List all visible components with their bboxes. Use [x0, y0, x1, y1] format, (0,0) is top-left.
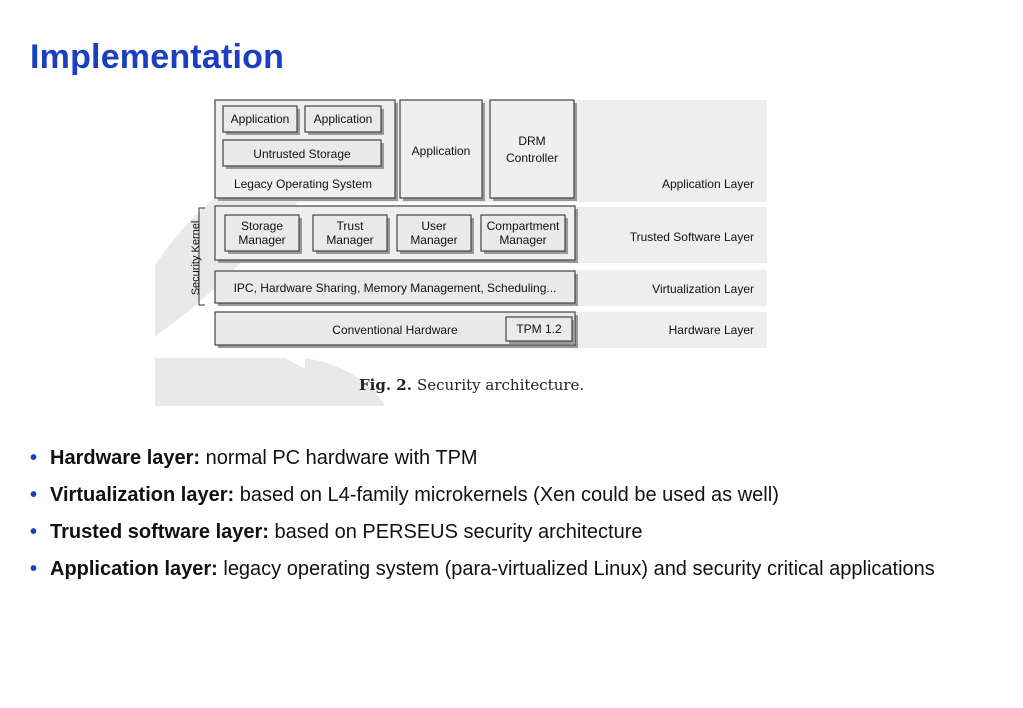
- virtualization-layer-label: Virtualization Layer: [652, 282, 754, 296]
- bullet-text: legacy operating system (para-virtualize…: [217, 558, 935, 580]
- bullet-heading: Application layer:: [50, 558, 218, 580]
- page-title: Implementation: [30, 38, 285, 76]
- trusted-software-layer-label: Trusted Software Layer: [630, 230, 754, 244]
- application-big-box: [399, 99, 483, 199]
- untrusted-storage-box: [222, 139, 382, 167]
- untrusted-storage-label: Untrusted Storage: [253, 147, 351, 161]
- bullet-item: • Trusted software layer: based on PERSEU…: [30, 518, 990, 546]
- storage-manager-line2: Manager: [238, 233, 285, 247]
- architecture-diagram: Application Application Untrusted Storag…: [155, 99, 767, 406]
- compartment-manager-box: [480, 214, 566, 252]
- caption-text: Security architecture.: [417, 376, 584, 394]
- drm-label-line1: DRM: [518, 134, 545, 148]
- bullet-dot: •: [30, 558, 38, 580]
- drm-label-line2: Controller: [506, 151, 558, 165]
- virtualization-label: IPC, Hardware Sharing, Memory Management…: [234, 281, 557, 295]
- application-box-2-label: Application: [314, 112, 373, 126]
- bullet-item: • Application layer: legacy operating sys…: [30, 555, 990, 583]
- application-box-1-label: Application: [231, 112, 290, 126]
- compartment-manager-line2: Manager: [499, 233, 546, 247]
- bullet-heading: Trusted software layer:: [50, 521, 269, 543]
- bullet-heading: Virtualization layer:: [50, 484, 235, 506]
- bullet-heading: Hardware layer:: [50, 447, 201, 469]
- legacy-os-label: Legacy Operating System: [234, 177, 372, 191]
- trust-manager-box: [312, 214, 388, 252]
- conventional-hardware-label: Conventional Hardware: [332, 323, 458, 337]
- hardware-layer-label: Hardware Layer: [669, 323, 754, 337]
- compartment-manager-line1: Compartment: [487, 219, 560, 233]
- caption-label: Fig. 2.: [359, 376, 412, 394]
- application-box-2: [304, 105, 382, 133]
- user-manager-line2: Manager: [410, 233, 457, 247]
- bullet-list: • Hardware layer: normal PC hardware with…: [30, 444, 990, 592]
- security-architecture-figure: Application Application Untrusted Storag…: [155, 96, 772, 406]
- bullet-item: • Virtualization layer: based on L4-famil…: [30, 481, 990, 509]
- bullet-text: based on PERSEUS security architecture: [268, 521, 643, 543]
- storage-manager-line1: Storage: [241, 219, 283, 233]
- tpm-label: TPM 1.2: [516, 322, 562, 336]
- figure-caption: Fig. 2. Security architecture.: [359, 376, 584, 394]
- bullet-text: normal PC hardware with TPM: [200, 447, 478, 469]
- application-box-1: [222, 105, 298, 133]
- security-kernel-bracket: [198, 207, 205, 306]
- bullet-dot: •: [30, 521, 38, 543]
- virtualization-box: [214, 270, 576, 304]
- trust-manager-line2: Manager: [326, 233, 373, 247]
- trust-manager-line1: Trust: [337, 219, 365, 233]
- storage-manager-box: [224, 214, 300, 252]
- bullet-text: based on L4-family microkernels (Xen cou…: [234, 484, 779, 506]
- security-kernel-label: Security Kernel: [190, 221, 202, 296]
- user-manager-box: [396, 214, 472, 252]
- application-layer-label: Application Layer: [662, 177, 754, 191]
- bullet-dot: •: [30, 447, 38, 469]
- tpm-box: [505, 316, 573, 342]
- bullet-item: • Hardware layer: normal PC hardware with…: [30, 444, 990, 472]
- bullet-dot: •: [30, 484, 38, 506]
- drm-controller-box: [489, 99, 575, 199]
- application-big-label: Application: [412, 144, 471, 158]
- user-manager-line1: User: [421, 219, 446, 233]
